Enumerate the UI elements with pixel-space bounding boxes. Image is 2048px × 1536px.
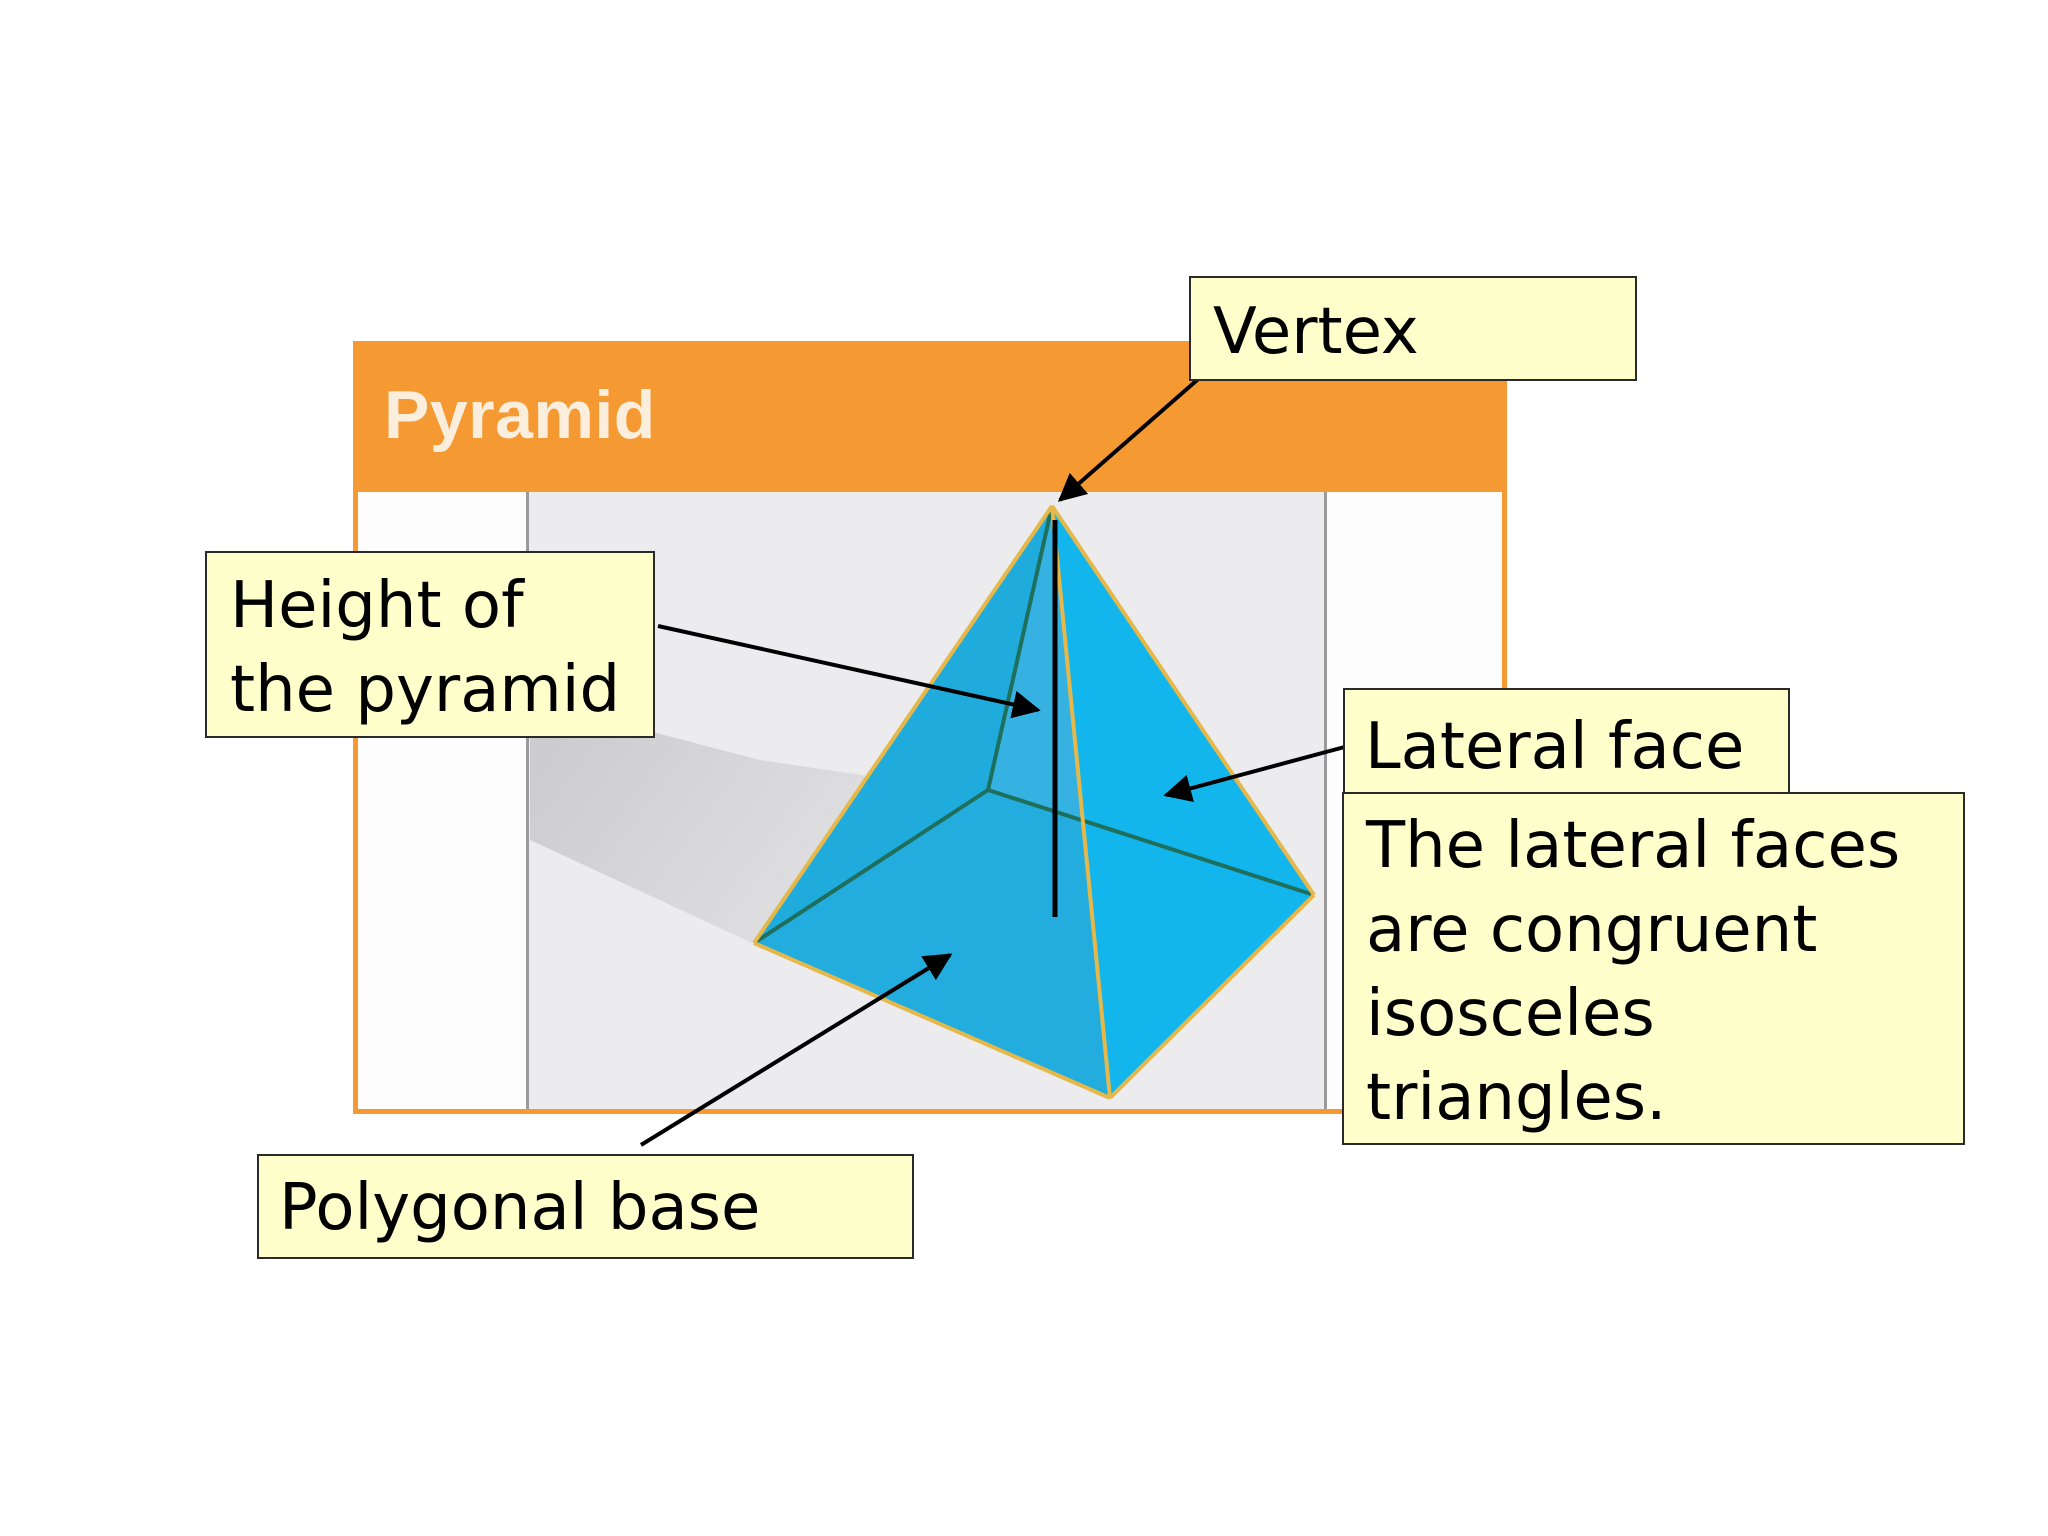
height-label-line-1: Height of: [230, 569, 524, 643]
pyramid-hidden-edge: [987, 788, 1315, 897]
congruent-note-line-1: The lateral faces: [1366, 809, 1901, 883]
polygonal-base-callout: Polygonal base: [257, 1154, 914, 1259]
pyramid-front-right-face: [1052, 506, 1314, 1098]
pyramid-edge: [753, 941, 1111, 1100]
pyramid-edge: [1108, 893, 1316, 1100]
vertex-callout: Vertex: [1189, 276, 1637, 381]
height-arrow: [657, 624, 1041, 719]
congruent-note-line-3: isosceles: [1366, 977, 1655, 1051]
lateral-face-label: Lateral face: [1365, 710, 1745, 784]
congruent-faces-callout: The lateral faces are congruent isoscele…: [1342, 792, 1965, 1145]
height-callout: Height of the pyramid: [205, 551, 655, 738]
pyramid-shadow: [530, 700, 985, 943]
figure-title: Pyramid: [384, 377, 656, 453]
lateral-face-arrow: [1163, 743, 1353, 802]
vertex-label: Vertex: [1213, 295, 1419, 369]
pyramid-hidden-edge: [752, 788, 990, 945]
pyramid-front-left-face: [754, 506, 1110, 1098]
lateral-face-callout: Lateral face: [1343, 688, 1790, 795]
vertex-arrow: [1057, 365, 1214, 502]
congruent-note-line-4: triangles.: [1366, 1061, 1667, 1135]
congruent-note-line-2: are congruent: [1366, 893, 1818, 967]
pyramid-hidden-edge: [986, 505, 1054, 791]
polygonal-base-label: Polygonal base: [279, 1171, 761, 1245]
height-label-line-2: the pyramid: [230, 653, 621, 727]
pyramid-edge: [752, 504, 1054, 945]
base-arrow: [639, 953, 953, 1147]
pyramid-edge: [1050, 505, 1112, 1099]
pyramid-edge: [1050, 504, 1316, 897]
